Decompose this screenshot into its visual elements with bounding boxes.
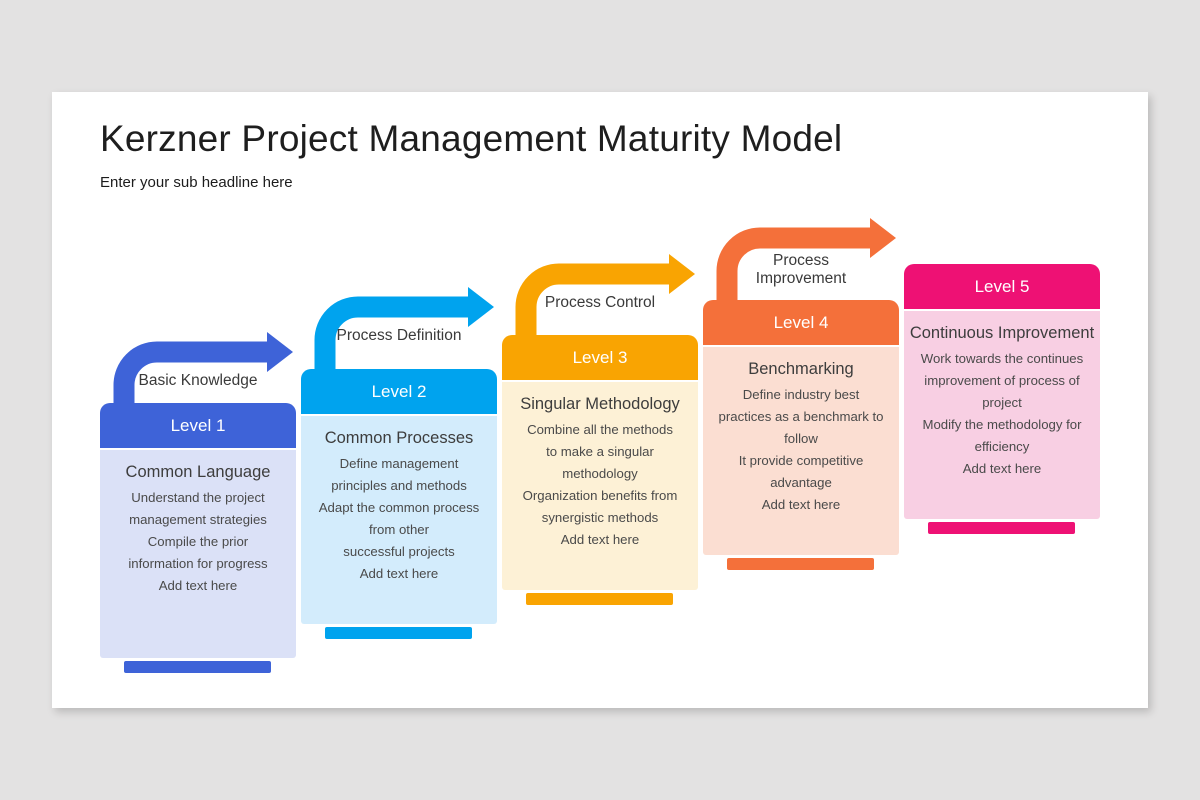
- level1-banner: Level 1: [100, 403, 296, 448]
- card-line: successful projects: [343, 544, 455, 559]
- card-title: Singular Methodology: [520, 395, 680, 413]
- card-line: Add text here: [962, 461, 1042, 476]
- pedestal-bar: [325, 627, 472, 639]
- level1-body: Common Language Understand the project m…: [100, 450, 296, 658]
- card-line: Combine all the methods: [527, 422, 673, 437]
- card-title: Benchmarking: [748, 360, 854, 378]
- card-line: Understand the project: [131, 490, 265, 505]
- card-level3: Level 3 Singular Methodology Combine all…: [502, 335, 698, 605]
- card-line: principles and methods: [331, 478, 467, 493]
- card-line: Work towards the continues: [920, 351, 1084, 366]
- card-line: Define industry best: [742, 387, 860, 402]
- level4-body: Benchmarking Define industry best practi…: [703, 347, 899, 555]
- slide-canvas: Kerzner Project Management Maturity Mode…: [52, 92, 1148, 708]
- card-level2: Level 2 Common Processes Define manageme…: [301, 369, 497, 639]
- card-title: Continuous Improvement: [909, 324, 1095, 342]
- card-line: Adapt the common process: [318, 500, 480, 515]
- card-line: practices as a benchmark to: [718, 409, 884, 424]
- level3-arrowhead-icon: [669, 254, 695, 294]
- card-line: management strategies: [129, 512, 267, 527]
- card-level5: Level 5 Continuous Improvement Work towa…: [904, 264, 1100, 534]
- level2-banner: Level 2: [301, 369, 497, 414]
- level3-banner: Level 3: [502, 335, 698, 380]
- level3-body: Singular Methodology Combine all the met…: [502, 382, 698, 590]
- arrow-label-level4: Process Improvement: [755, 252, 847, 287]
- card-line: Add text here: [761, 497, 841, 512]
- pedestal-bar: [124, 661, 271, 673]
- pedestal-bar: [526, 593, 673, 605]
- card-line: efficiency: [974, 439, 1030, 454]
- pedestal-bar: [727, 558, 874, 570]
- level5-banner: Level 5: [904, 264, 1100, 309]
- card-line: project: [982, 395, 1022, 410]
- card-line: Add text here: [560, 532, 640, 547]
- card-line: Define management: [339, 456, 459, 471]
- card-line: Add text here: [359, 566, 439, 581]
- arrow-label-level3: Process Control: [544, 294, 656, 311]
- page-title: Kerzner Project Management Maturity Mode…: [100, 118, 843, 159]
- card-line: Modify the methodology for: [922, 417, 1082, 432]
- arrow-label-level2: Process Definition: [336, 327, 462, 344]
- card-line: follow: [784, 431, 818, 446]
- level1-arrowhead-icon: [267, 332, 293, 372]
- card-line: to make a singular: [546, 444, 654, 459]
- card-line: Organization benefits from: [522, 488, 678, 503]
- card-title: Common Language: [125, 463, 271, 481]
- card-line: advantage: [770, 475, 832, 490]
- level4-banner: Level 4: [703, 300, 899, 345]
- page-subtitle: Enter your sub headline here: [100, 174, 293, 191]
- pedestal-bar: [928, 522, 1075, 534]
- card-line: Compile the prior: [147, 534, 249, 549]
- card-line: information for progress: [128, 556, 268, 571]
- level2-arrowhead-icon: [468, 287, 494, 327]
- level5-body: Continuous Improvement Work towards the …: [904, 311, 1100, 519]
- level2-body: Common Processes Define management princ…: [301, 416, 497, 624]
- card-line: improvement of process of: [924, 373, 1080, 388]
- card-level4: Level 4 Benchmarking Define industry bes…: [703, 300, 899, 570]
- arrow-label-level1: Basic Knowledge: [138, 372, 258, 389]
- card-line: It provide competitive: [738, 453, 864, 468]
- card-line: Add text here: [158, 578, 238, 593]
- card-level1: Level 1 Common Language Understand the p…: [100, 403, 296, 673]
- card-line: synergistic methods: [541, 510, 659, 525]
- card-line: from other: [368, 522, 430, 537]
- card-line: methodology: [562, 466, 638, 481]
- card-title: Common Processes: [324, 429, 474, 447]
